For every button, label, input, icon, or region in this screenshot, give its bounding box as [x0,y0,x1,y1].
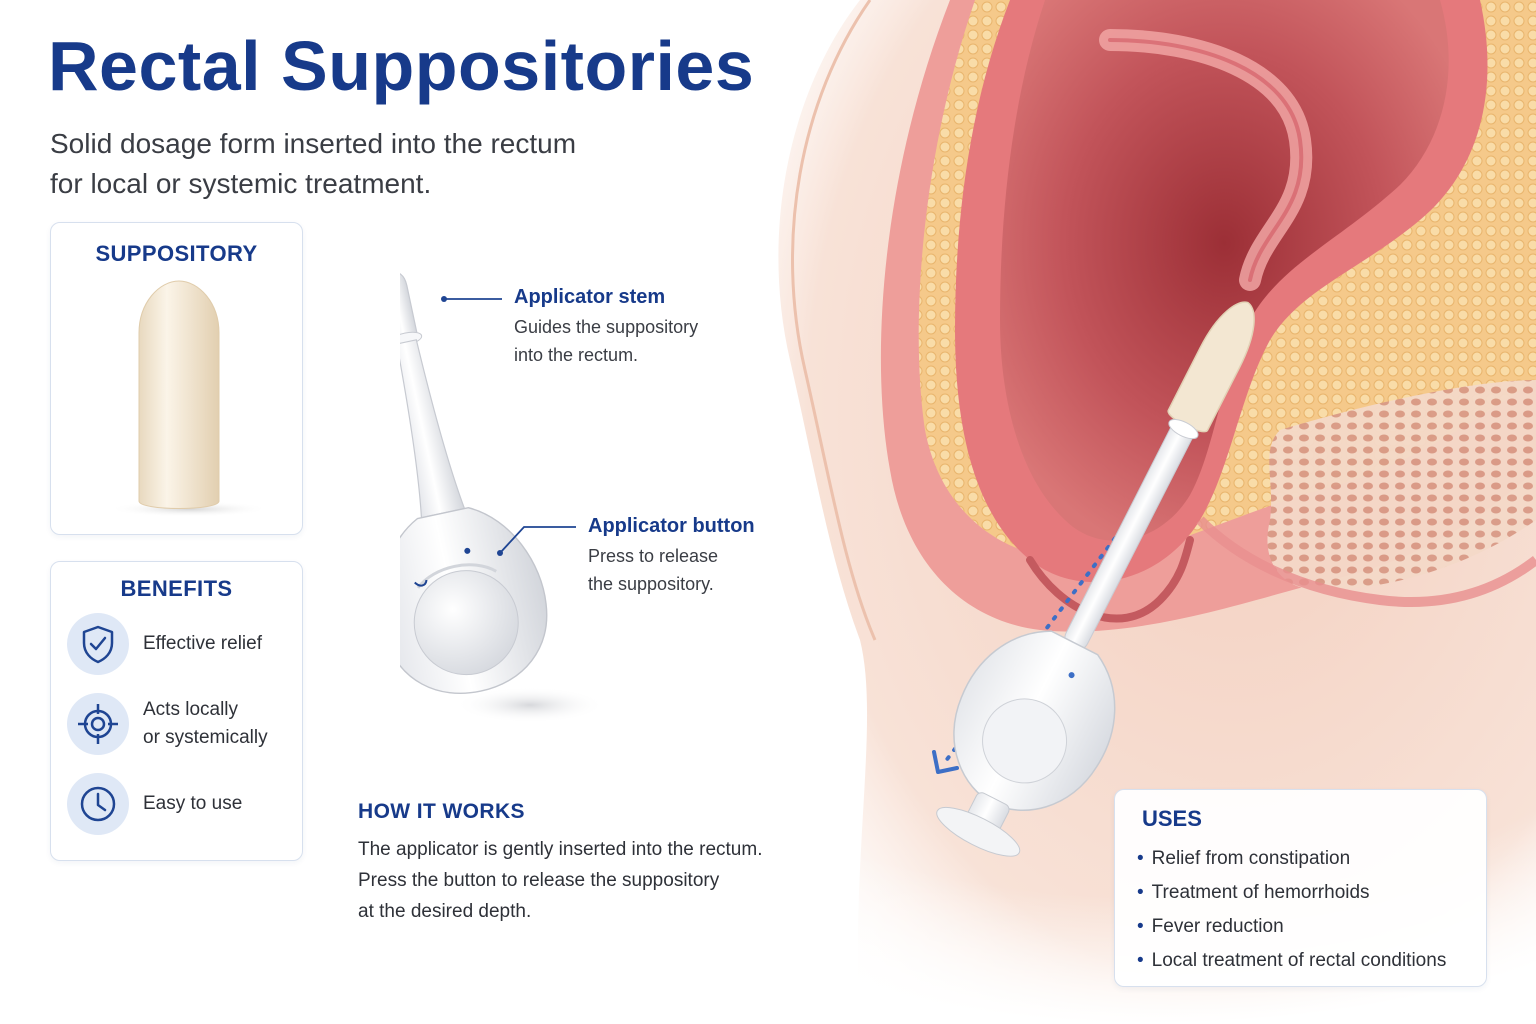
benefit-item: Easy to use [67,773,242,835]
callout-title: Applicator button [588,515,755,537]
uses-list: •Relief from constipation •Treatment of … [1137,842,1446,978]
benefit-label: Effective relief [143,633,262,654]
benefit-item: Effective relief [67,613,262,675]
uses-card-heading: USES [1142,806,1202,831]
target-icon [67,693,129,755]
suppository-illustration [109,280,269,517]
callout-line: into the rectum. [514,345,639,365]
benefit-label: or systemically [143,727,268,748]
shield-check-icon [67,613,129,675]
bullet-icon: • [1137,950,1144,971]
callout-applicator-stem: Applicator stem Guides the suppository i… [514,286,698,369]
how-it-works-heading: HOW IT WORKS [358,800,525,823]
rectal-lumen [1000,0,1449,541]
how-it-works-line: at the desired depth. [358,901,532,922]
callout-line: Press to release [588,546,719,566]
bullet-icon: • [1137,882,1144,903]
uses-list-item: •Local treatment of rectal conditions [1137,950,1447,971]
callout-line: Guides the suppository [514,317,699,337]
sacral-region [1267,380,1536,590]
uses-list-item: •Fever reduction [1137,916,1284,937]
how-it-works-line: The applicator is gently inserted into t… [358,839,763,860]
clock-icon [67,773,129,835]
suppository-card: SUPPOSITORY [50,222,303,535]
bullet-icon: • [1137,916,1144,937]
how-it-works-section: HOW IT WORKS The applicator is gently in… [358,800,762,927]
page-subtitle: Solid dosage form inserted into the rect… [50,124,576,204]
inserted-applicator [936,301,1255,857]
benefits-card: BENEFITS Effective relief Acts locally [50,561,303,861]
suppository-card-heading: SUPPOSITORY [95,241,258,266]
benefit-label: Acts locally [143,699,239,720]
benefit-item: Acts locally or systemically [67,693,268,755]
page-title: Rectal Suppositories [48,27,755,105]
benefits-card-heading: BENEFITS [120,576,233,601]
subtitle-line: Solid dosage form inserted into the rect… [50,128,577,159]
uses-list-item: •Treatment of hemorrhoids [1137,882,1370,903]
uses-card: USES •Relief from constipation •Treatmen… [1114,789,1487,987]
how-it-works-line: Press the button to release the supposit… [358,870,720,891]
callout-line: the suppository. [588,574,714,594]
callout-title: Applicator stem [514,286,666,308]
bullet-icon: • [1137,848,1144,869]
benefit-label: Easy to use [143,793,243,814]
uses-list-item: •Relief from constipation [1137,848,1351,869]
applicator-illustration [400,271,600,723]
subtitle-line: for local or systemic treatment. [50,168,432,199]
callout-applicator-button: Applicator button Press to release the s… [588,515,755,598]
